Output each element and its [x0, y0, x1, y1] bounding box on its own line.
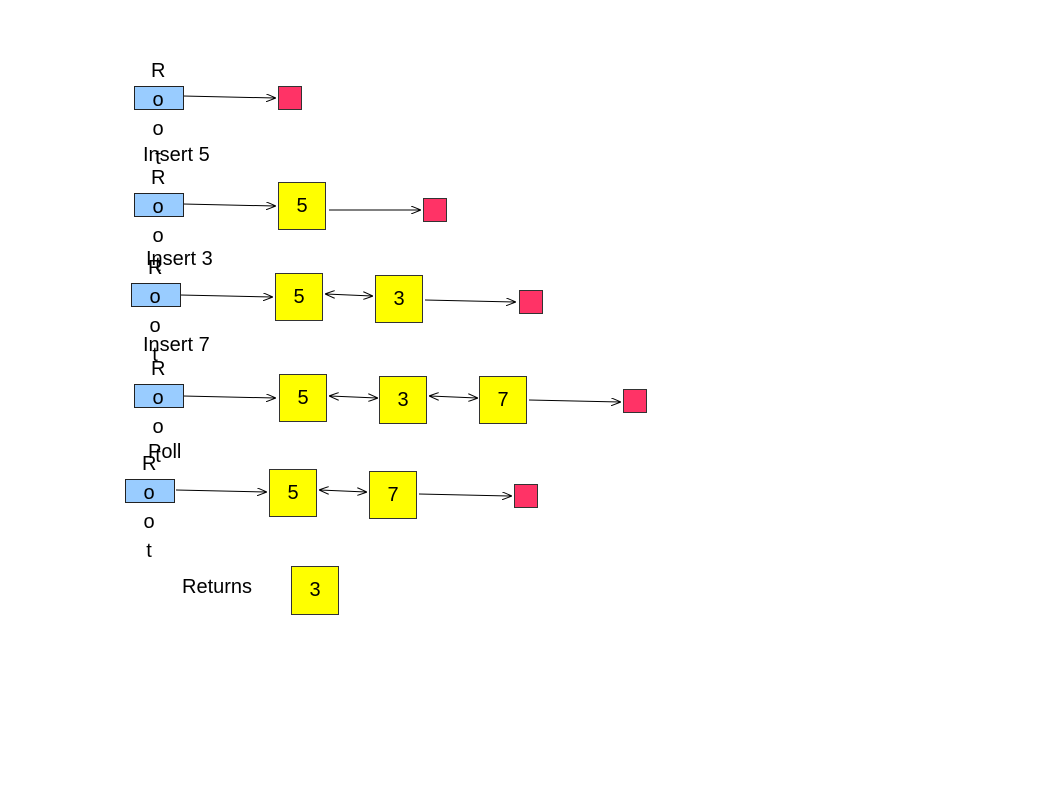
root-pointer-box — [125, 479, 175, 503]
list-node: 3 — [375, 275, 423, 323]
root-pointer-box — [131, 283, 181, 307]
double-link-arrow — [326, 294, 372, 296]
root-pointer-arrow — [182, 96, 275, 98]
root-pointer-arrow — [182, 396, 275, 398]
null-terminator — [623, 389, 647, 413]
returned-node: 3 — [291, 566, 339, 615]
list-node: 5 — [278, 182, 326, 230]
operation-label: Insert 7 — [143, 334, 210, 356]
double-link-arrow — [320, 490, 366, 492]
root-pointer-arrow — [182, 204, 275, 206]
list-node: 5 — [275, 273, 323, 321]
null-terminator — [514, 484, 538, 508]
null-terminator — [519, 290, 543, 314]
root-pointer-arrow — [175, 490, 266, 492]
operation-label: Insert 5 — [143, 144, 210, 166]
double-link-arrow — [430, 396, 477, 398]
list-node: 5 — [279, 374, 327, 422]
operation-label: Insert 3 — [146, 248, 213, 270]
list-node: 5 — [269, 469, 317, 517]
root-label: Root — [148, 257, 163, 366]
list-node: 7 — [369, 471, 417, 519]
root-pointer-box — [134, 384, 184, 408]
list-node: 3 — [379, 376, 427, 424]
null-terminator — [278, 86, 302, 110]
root-pointer-arrow — [179, 295, 272, 297]
root-label: Root — [142, 453, 157, 562]
double-link-arrow — [330, 396, 377, 398]
operation-label: Poll — [148, 441, 182, 463]
root-pointer-box — [134, 193, 184, 217]
root-label: Root — [151, 358, 166, 467]
root-label: Root — [151, 60, 166, 169]
root-pointer-box — [134, 86, 184, 110]
null-terminator — [423, 198, 447, 222]
next-pointer-arrow — [418, 494, 511, 496]
list-node: 7 — [479, 376, 527, 424]
next-pointer-arrow — [528, 400, 620, 402]
returns-label: Returns — [182, 576, 253, 598]
root-label: Root — [151, 167, 166, 276]
next-pointer-arrow — [424, 300, 515, 302]
